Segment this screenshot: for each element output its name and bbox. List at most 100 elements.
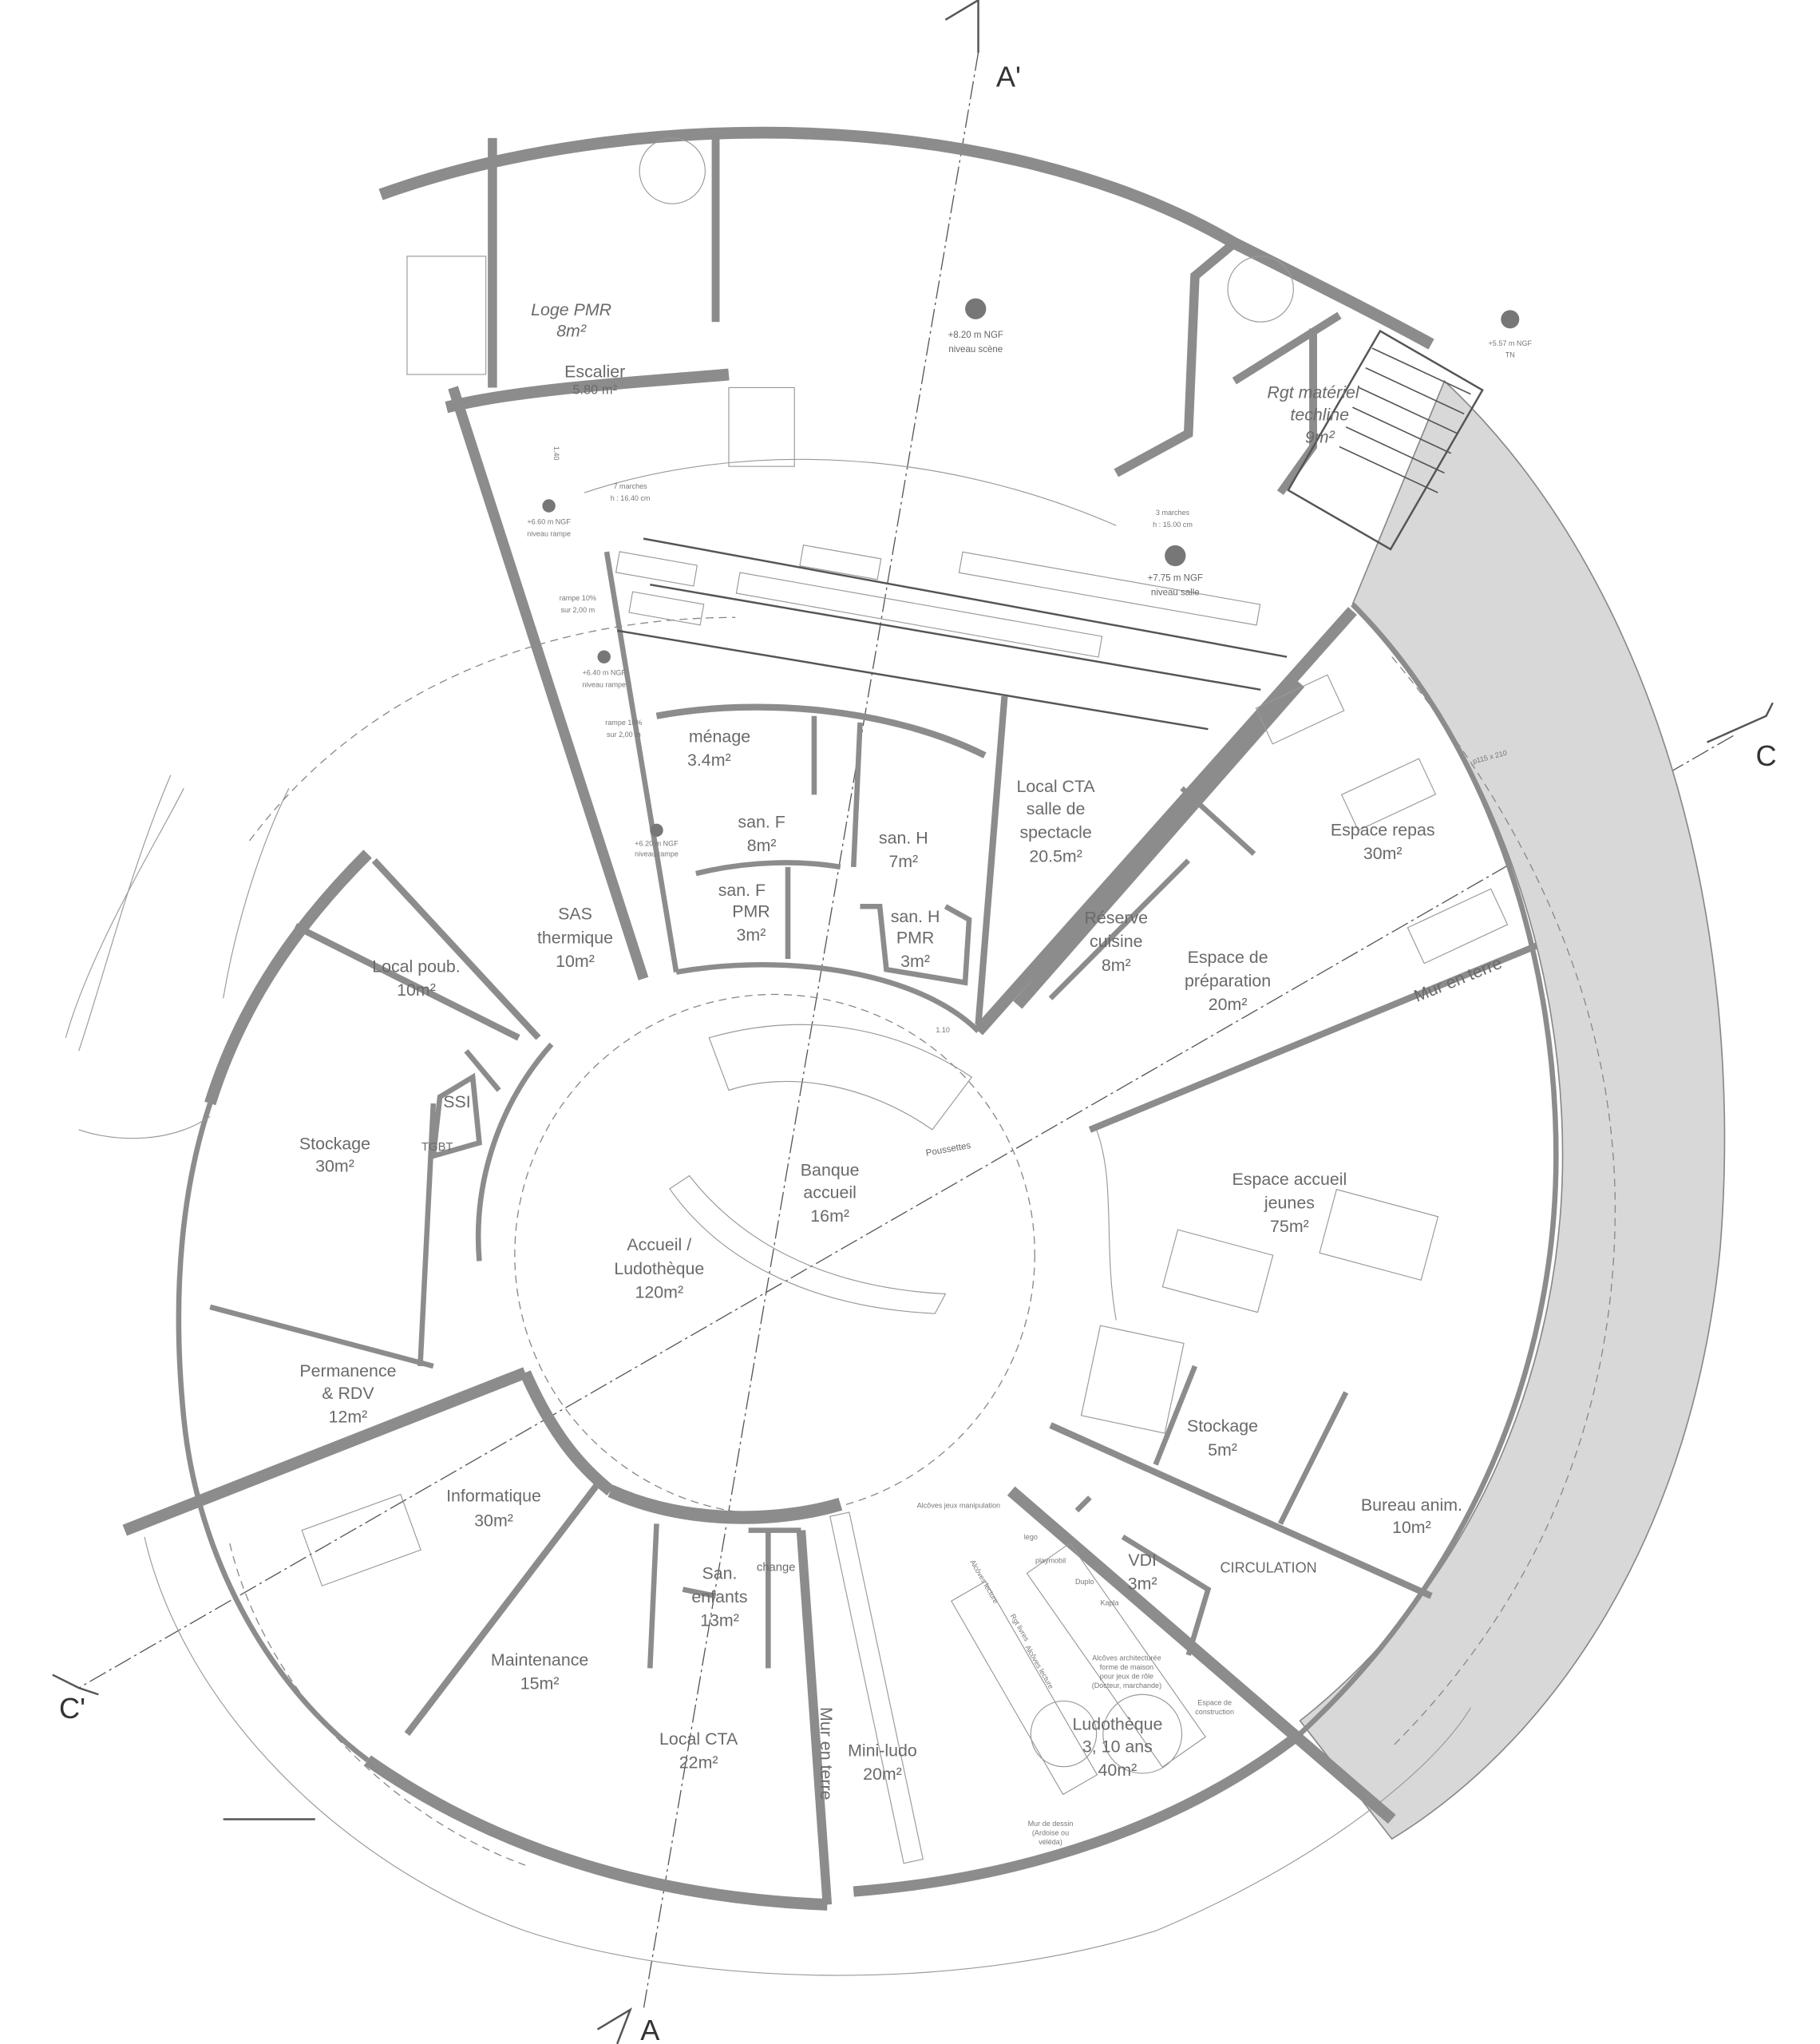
annotation: Alcôves lecture (1024, 1644, 1055, 1690)
room-name: Local poub. (372, 957, 461, 976)
level-labels: +8.20 m NGF niveau scène +5.57 m NGF TN … (527, 331, 1532, 858)
annotation: Alcôves jeux manipulation (917, 1502, 1000, 1510)
room-name: préparation (1185, 972, 1271, 991)
room-name: & RDV (322, 1384, 374, 1403)
room-name: CIRCULATION (1220, 1559, 1316, 1575)
seating-rows (615, 537, 1288, 731)
annotation: Poussettes (925, 1141, 971, 1159)
room-name: Accueil / (627, 1235, 691, 1254)
room-name: TGBT (421, 1141, 453, 1154)
level-value: +6.60 m NGF (527, 518, 571, 526)
room-area: 5m² (1208, 1440, 1237, 1460)
room-name: VDI (1128, 1551, 1157, 1570)
stage-zone (406, 131, 1484, 980)
level-value: +8.20 m NGF (948, 331, 1003, 340)
room-area: 40m² (1098, 1761, 1138, 1780)
room-name: Réserve (1084, 909, 1148, 928)
annotation: h : 16.40 cm (611, 494, 651, 502)
dimension: 1.40 (552, 446, 560, 461)
room-name: accueil (803, 1182, 857, 1202)
room-area: 20m² (863, 1765, 902, 1784)
room-name: SSI (443, 1092, 470, 1111)
level-label: niveau rampe (527, 529, 571, 537)
room-area: 5.80 m² (572, 383, 617, 398)
mur-en-terre-label: Mur en terre (817, 1707, 836, 1800)
level-value: +5.57 m NGF (1489, 339, 1533, 347)
level-label: TN (1505, 351, 1515, 359)
annotation: (Ardoise ou (1032, 1828, 1069, 1836)
room-area: 10m² (1392, 1518, 1431, 1537)
annotation: Alcôves lecture (968, 1559, 999, 1605)
room-name: Rgt matériel (1267, 383, 1359, 402)
room-name: change (757, 1562, 796, 1575)
level-marker-icon (650, 823, 663, 838)
room-area: 12m² (329, 1408, 368, 1427)
room-area: 20.5m² (1029, 846, 1082, 866)
room-area: 9m² (1305, 428, 1335, 447)
room-name: Informatique (446, 1486, 541, 1505)
room-name: salle de (1027, 799, 1086, 818)
room-name: enfants (691, 1587, 747, 1606)
central-hall (475, 961, 1035, 1524)
section-lines (52, 0, 1774, 2044)
section-label-a-prime: A' (996, 61, 1021, 93)
room-area: 10m² (397, 980, 436, 1000)
level-value: +7.75 m NGF (1148, 573, 1203, 583)
room-name: Ludothèque (1072, 1715, 1162, 1734)
room-area: 8m² (556, 321, 587, 340)
room-name: san. F (738, 813, 785, 832)
annotation: 3 marches (1156, 509, 1190, 517)
room-name: cuisine (1090, 932, 1143, 951)
room-labels: Loge PMR 8m² Escalier 5.80 m² Rgt matéri… (299, 300, 1462, 1784)
room-name: 3, 10 ans (1082, 1737, 1153, 1757)
annotation: 7 marches (614, 482, 648, 490)
room-name: Ludothèque (614, 1259, 704, 1278)
section-label-c-prime: C' (59, 1692, 85, 1725)
room-area: 22m² (679, 1753, 718, 1772)
annotation: Duplo (1075, 1578, 1094, 1586)
room-name: san. H (891, 907, 940, 926)
room-area: 30m² (315, 1157, 354, 1176)
outer-walls (65, 126, 1559, 1976)
annotation: h : 15.00 cm (1153, 521, 1193, 529)
room-area: 15m² (520, 1674, 560, 1693)
room-area: 3m² (900, 952, 930, 971)
room-name: San. (702, 1563, 737, 1583)
room-name: san. H (879, 828, 928, 847)
room-name: Local CTA (659, 1729, 738, 1749)
room-name: PMR (732, 901, 770, 921)
room-name: Loge PMR (531, 300, 611, 319)
level-label: niveau scène (948, 345, 1003, 355)
room-name: Escalier (564, 362, 625, 381)
room-name: Bureau anim. (1361, 1495, 1462, 1515)
annotation: rampe 10% (560, 594, 596, 602)
annotation: Alcôves architecturée (1092, 1654, 1161, 1662)
level-value: +6.20 m NGF (635, 840, 679, 848)
room-name: jeunes (1264, 1194, 1315, 1213)
room-area: 10m² (556, 952, 595, 971)
mur-en-terre-label: Mur en terre (1411, 953, 1505, 1006)
level-marker-icon (597, 650, 611, 664)
annotation: rampe 10% (605, 719, 642, 727)
annotation: lego (1024, 1533, 1038, 1541)
room-area: 30m² (474, 1511, 513, 1531)
room-area: 8m² (747, 836, 777, 855)
room-area: 3.4m² (687, 751, 731, 770)
level-marker-icon (1501, 310, 1520, 329)
room-name: Stockage (299, 1135, 370, 1154)
level-value: +6.40 m NGF (582, 669, 626, 677)
right-wing (1007, 674, 1538, 1824)
room-name: thermique (537, 928, 613, 947)
annotations: 7 marches h : 16.40 cm 3 marches h : 15.… (552, 446, 1508, 1846)
sanitary-block (655, 607, 1357, 1036)
annotation: playmobil (1035, 1557, 1066, 1565)
annotation: sur 2,00 m (560, 606, 595, 614)
room-name: Espace accueil (1232, 1170, 1347, 1189)
annotation: forme de maison (1100, 1663, 1153, 1671)
room-name: Banque (801, 1160, 860, 1179)
annotation: Kapla (1100, 1598, 1119, 1606)
level-markers (542, 298, 1520, 838)
room-name: Permanence (299, 1361, 396, 1380)
room-name: techline (1290, 406, 1349, 425)
room-name: Local CTA (1016, 777, 1095, 796)
